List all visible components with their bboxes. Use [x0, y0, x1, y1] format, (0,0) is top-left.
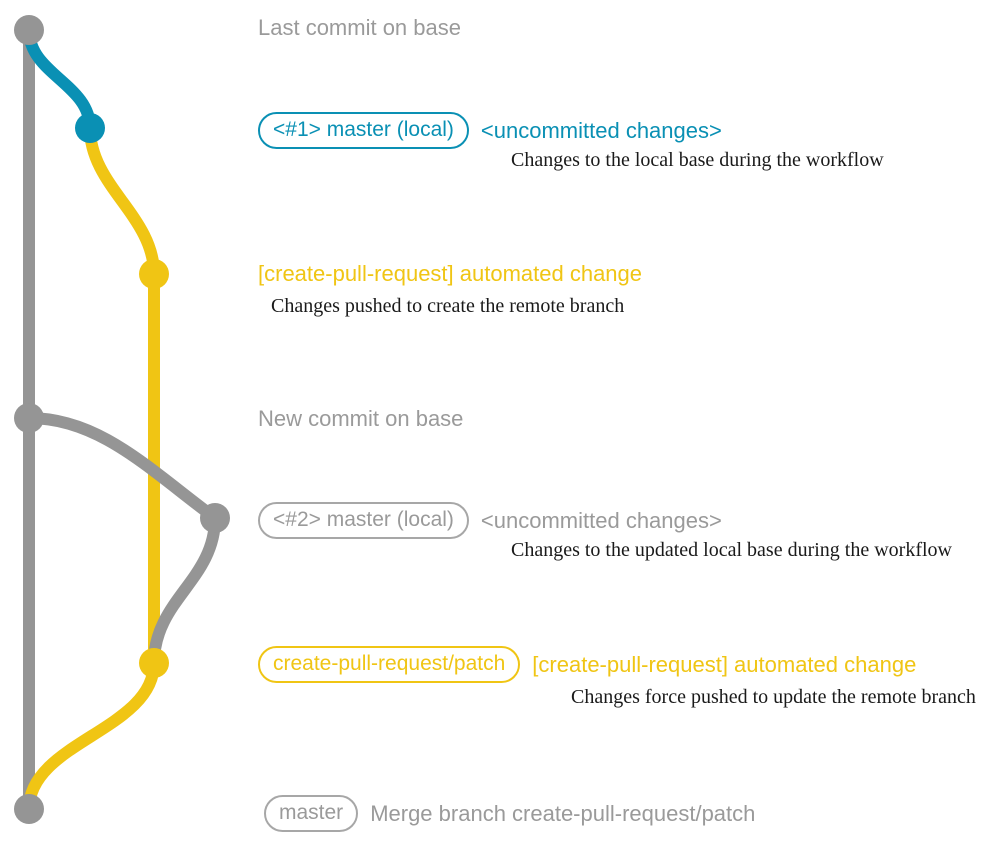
commit-node-base-new — [14, 403, 44, 433]
commit-node-local-1 — [75, 113, 105, 143]
label-automated-change-2: [create-pull-request] automated change — [532, 651, 917, 677]
commit-node-merge — [14, 794, 44, 824]
commit-graph — [14, 15, 230, 824]
description-automated-change-2: Changes force pushed to update the remot… — [571, 686, 976, 708]
description-local-commit-1: Changes to the local base during the wor… — [511, 149, 884, 171]
row-merge-commit: master Merge branch create-pull-request/… — [264, 795, 755, 832]
patch-branch-line-1 — [84, 122, 160, 280]
branch-pill-master-local-2[interactable]: <#2> master (local) — [258, 502, 469, 539]
row-local-commit-1: <#1> master (local) <uncommitted changes… — [258, 112, 722, 149]
label-new-commit-on-base: New commit on base — [258, 406, 464, 431]
commit-node-patch-2 — [139, 648, 169, 678]
commit-node-base-head — [14, 15, 44, 45]
local-branch-line-2 — [23, 412, 221, 524]
commit-node-local-2 — [200, 503, 230, 533]
branch-pill-master[interactable]: master — [264, 795, 359, 832]
row-last-commit: Last commit on base — [258, 17, 461, 39]
row-local-commit-2: <#2> master (local) <uncommitted changes… — [258, 502, 722, 539]
label-uncommitted-changes-2: <uncommitted changes> — [480, 507, 722, 533]
row-new-commit: New commit on base — [258, 408, 463, 430]
branch-pill-master-local-1[interactable]: <#1> master (local) — [258, 112, 469, 149]
label-merge-branch: Merge branch create-pull-request/patch — [370, 800, 756, 826]
row-automated-change-2: create-pull-request/patch [create-pull-r… — [258, 646, 916, 683]
label-last-commit-on-base: Last commit on base — [258, 15, 461, 40]
patch-merge-line — [23, 657, 160, 815]
label-automated-change-1: [create-pull-request] automated change — [258, 261, 643, 286]
description-local-commit-2: Changes to the updated local base during… — [511, 539, 952, 561]
description-automated-change-1: Changes pushed to create the remote bran… — [271, 295, 625, 317]
row-automated-change-1: [create-pull-request] automated change — [258, 263, 642, 285]
local-to-patch-line-2 — [148, 512, 221, 669]
branch-pill-create-pull-request-patch[interactable]: create-pull-request/patch — [258, 646, 521, 683]
commit-node-patch-1 — [139, 259, 169, 289]
label-uncommitted-changes-1: <uncommitted changes> — [480, 117, 722, 143]
